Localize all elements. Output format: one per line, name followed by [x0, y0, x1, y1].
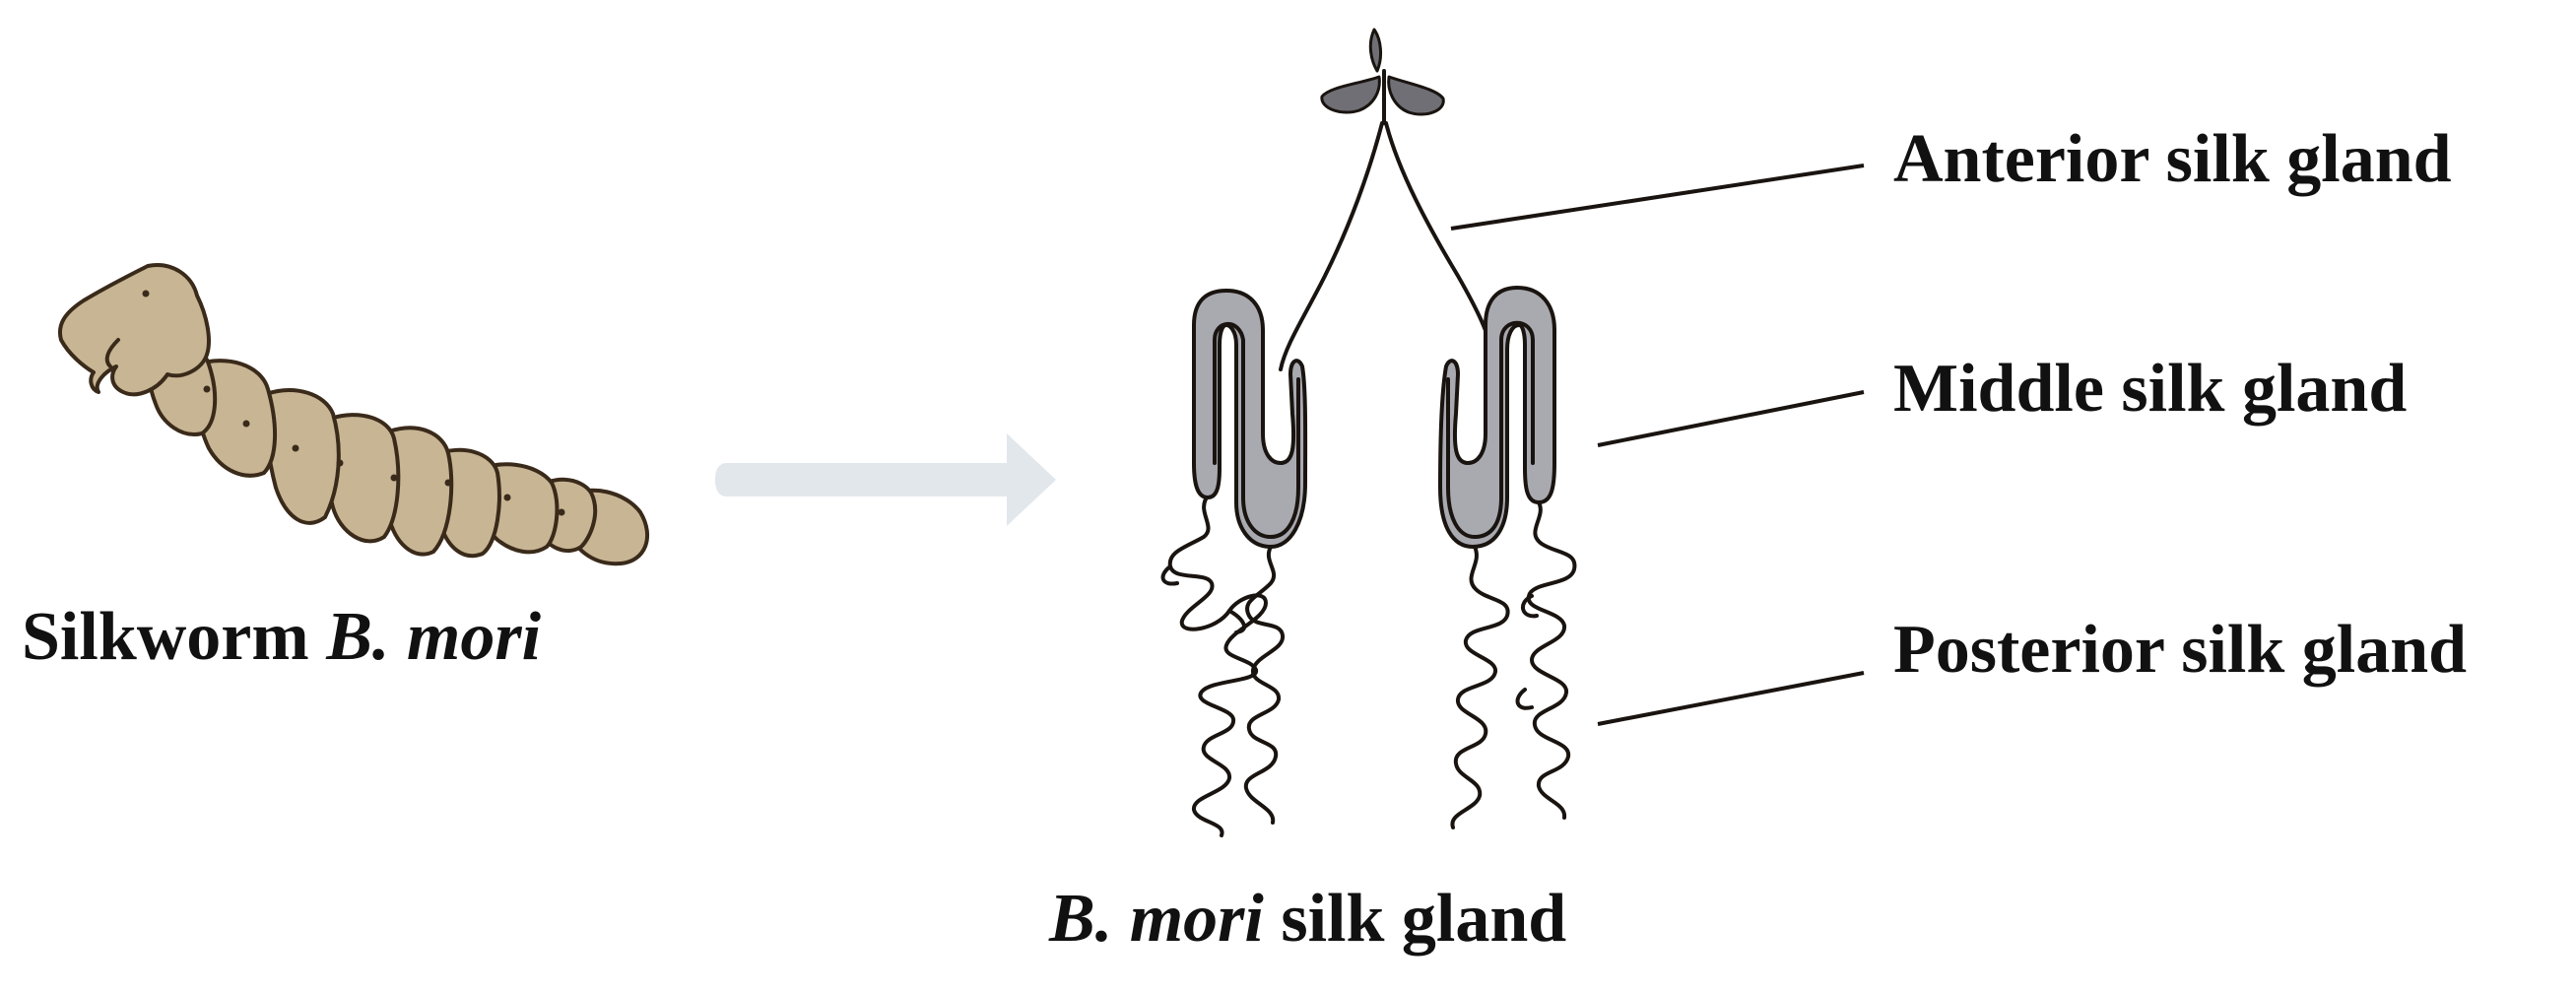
label-middle-silk-gland: Middle silk gland	[1893, 351, 2408, 427]
posterior-gland-right	[1450, 545, 1510, 829]
silkworm-caption-text: Silkworm	[22, 599, 327, 675]
middle-gland-right-lumen	[1446, 320, 1535, 539]
middle-gland-left-lumen	[1213, 321, 1300, 539]
silkworm-spot	[203, 385, 211, 393]
silkworm-spot	[142, 290, 150, 298]
label-anterior-silk-gland: Anterior silk gland	[1893, 121, 2452, 197]
silkworm-caption-species: B. mori	[326, 599, 542, 675]
posterior-gland-left	[1160, 564, 1247, 634]
anterior-duct-right	[1384, 121, 1494, 357]
silkworm-mouth	[104, 338, 120, 368]
arrow-right	[715, 433, 1056, 526]
posterior-gland-right	[1515, 594, 1539, 710]
posterior-gland-left	[1167, 496, 1268, 837]
anterior-duct-left	[1279, 121, 1384, 371]
silkworm-spot	[336, 459, 344, 467]
leader-line-anterior	[1450, 164, 1865, 231]
spinneret	[1368, 28, 1383, 73]
posterior-gland-left	[1243, 545, 1285, 825]
silkworm-caption: Silkworm B. mori	[22, 603, 541, 672]
silkworm-spot	[558, 508, 565, 516]
spinneret	[1387, 75, 1445, 116]
silkworm-spot	[503, 494, 511, 501]
silkworm-spot	[242, 420, 250, 428]
spinneret	[1320, 75, 1381, 114]
gland-caption: B. mori silk gland	[1049, 885, 1566, 954]
silk-gland-illustration	[1160, 28, 1577, 837]
middle-gland-right	[1438, 286, 1556, 549]
silkworm-spot	[390, 474, 398, 482]
middle-gland-left	[1192, 289, 1308, 549]
leader-line-posterior	[1597, 671, 1865, 726]
leader-line-middle	[1597, 390, 1865, 447]
silkworm-spot	[444, 479, 452, 487]
label-posterior-silk-gland: Posterior silk gland	[1893, 612, 2468, 688]
posterior-gland-right	[1526, 500, 1577, 820]
silkworm-head	[58, 263, 211, 397]
silkworm-illustration	[58, 263, 650, 566]
gland-caption-text: silk gland	[1263, 881, 1567, 957]
silkworm-segment	[263, 388, 341, 525]
silkworm-spot	[292, 444, 299, 452]
gland-caption-species: B. mori	[1049, 881, 1264, 957]
